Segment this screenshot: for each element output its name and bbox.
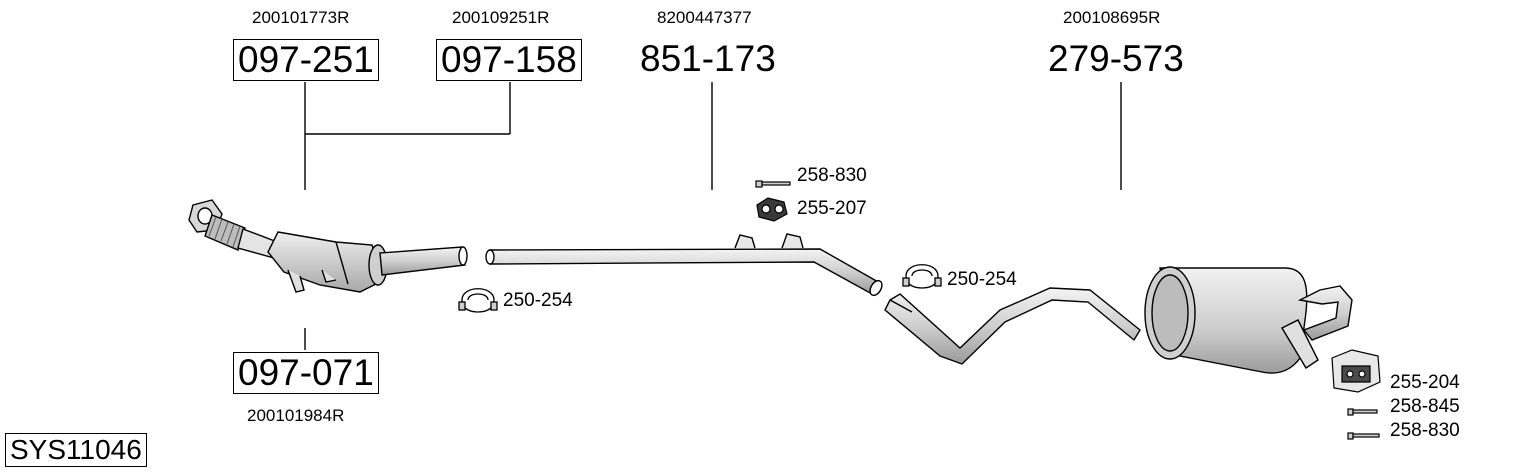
fitting-label-bolt-rear-2[interactable]: 258-830 (1390, 420, 1460, 441)
bolt-258-830-mid-drawing (755, 180, 791, 188)
oem-number-rear-box: 200108695R (1063, 8, 1161, 27)
fitting-label-clamp-left[interactable]: 250-254 (503, 290, 573, 311)
oem-number-mid-pipe: 8200447377 (657, 8, 752, 27)
part-number-mid-pipe[interactable]: 851-173 (640, 38, 776, 79)
bolt-258-830-rear-drawing (1347, 432, 1380, 440)
rubber-mount-255-204-drawing (1331, 349, 1381, 393)
fitting-label-rubber-mid[interactable]: 255-207 (797, 198, 867, 219)
part-number-cat-left-top[interactable]: 097-251 (233, 39, 379, 81)
middle-pipe-drawing (485, 233, 883, 297)
oem-number-cat-left-top: 200101773R (252, 8, 350, 27)
fitting-label-bolt-rear-1[interactable]: 258-845 (1390, 396, 1460, 417)
oem-number-cat-bottom: 200101984R (247, 406, 345, 425)
leader-lines (304, 82, 1122, 350)
rubber-mount-255-207-drawing (756, 197, 788, 222)
fitting-label-rubber-rear[interactable]: 255-204 (1390, 372, 1460, 393)
fitting-label-clamp-right[interactable]: 250-254 (947, 269, 1017, 290)
clamp-250-254-right-drawing (902, 264, 942, 289)
rear-silencer-drawing (884, 266, 1353, 374)
clamp-250-254-left-drawing (458, 288, 498, 313)
part-number-cat-bottom[interactable]: 097-071 (233, 352, 379, 394)
part-number-rear-box[interactable]: 279-573 (1048, 38, 1184, 79)
part-number-cat-right-top[interactable]: 097-158 (436, 39, 582, 81)
fitting-label-bolt-mid[interactable]: 258-830 (797, 165, 867, 186)
system-id: SYS11046 (5, 433, 147, 467)
bolt-258-845-drawing (1347, 408, 1378, 416)
catalytic-converter-drawing (188, 199, 468, 293)
oem-number-cat-right-top: 200109251R (452, 8, 550, 27)
